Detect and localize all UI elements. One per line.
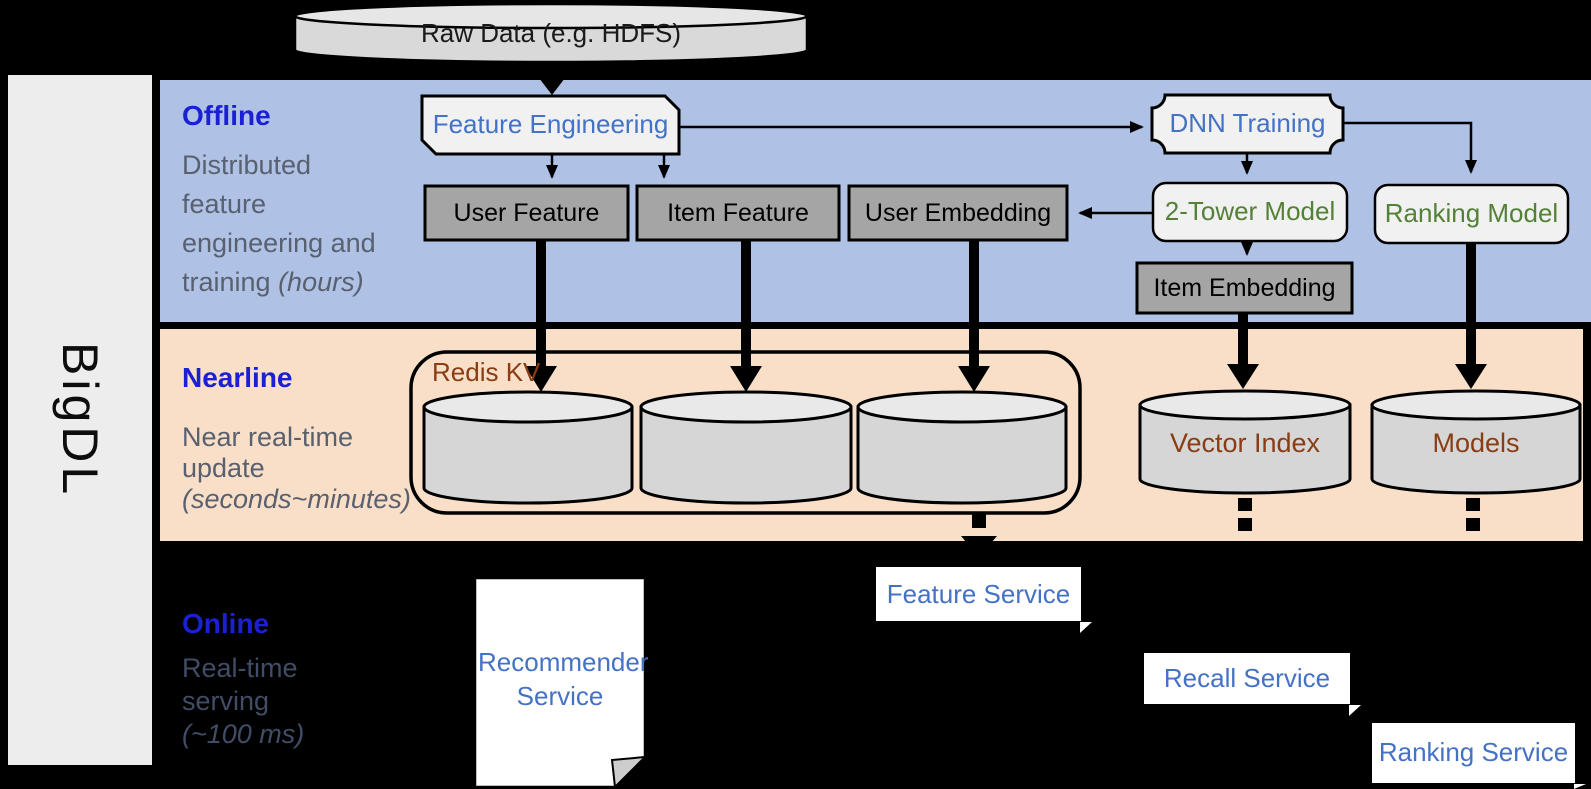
thick-connectors — [536, 240, 1476, 370]
item-feature-label: Item Feature — [667, 199, 809, 227]
redis-cylinder-2 — [639, 390, 853, 505]
nearline-title: Nearline — [182, 362, 293, 393]
vector-index-label: Vector Index — [1169, 428, 1321, 458]
user-embedding-label: User Embedding — [864, 199, 1052, 227]
redis-kv-label: Redis KV — [432, 357, 541, 387]
raw-data-cylinder — [293, 2, 809, 64]
two-tower-model-box — [1151, 181, 1349, 243]
redis-cylinder-3 — [856, 390, 1068, 505]
ranking-model-label: Ranking Model — [1384, 198, 1559, 228]
online-desc-line1: Real-time — [182, 653, 298, 683]
nearline-desc-line1: Near real-time — [182, 422, 354, 452]
offline-title: Offline — [182, 100, 271, 131]
nearline-desc-line2: update — [182, 453, 265, 483]
raw-data-label: Raw Data (e.g. HDFS) — [420, 18, 682, 48]
nearline-desc-line3: (seconds~minutes) — [182, 484, 411, 514]
thick-arrowheads — [525, 364, 1487, 392]
online-description: Real-time serving (~100 ms) — [182, 652, 304, 751]
offline-desc-line2: feature — [182, 189, 267, 219]
item-embedding-label: Item Embedding — [1153, 274, 1336, 302]
offline-desc-line4: training (hours) — [182, 267, 364, 297]
recall-service-label: Recall Service — [1163, 663, 1331, 693]
offline-description: Distributed feature engineering and trai… — [182, 146, 376, 302]
recall-service-box — [1144, 653, 1361, 716]
offline-desc-line1: Distributed — [182, 150, 312, 180]
arrow-raw-data-to-fe — [539, 62, 565, 95]
ranking-service-label: Ranking Service — [1378, 737, 1569, 767]
two-tower-model-label: 2-Tower Model — [1164, 196, 1336, 226]
feature-engineering-label: Feature Engineering — [432, 109, 669, 139]
recommender-service-doc — [473, 576, 648, 789]
online-desc-line3: (~100 ms) — [182, 719, 305, 749]
feature-service-box — [876, 567, 1092, 633]
dnn-training-box — [1150, 93, 1345, 155]
item-feature-box — [635, 184, 841, 242]
dnn-training-label: DNN Training — [1169, 108, 1326, 138]
feature-engineering-box — [420, 94, 681, 156]
nearline-description: Near real-time update (seconds~minutes) — [182, 422, 411, 515]
dashed-connectors — [961, 498, 1480, 557]
models-cylinder — [1370, 389, 1582, 495]
user-feature-box — [423, 184, 630, 242]
thin-connectors — [546, 121, 1477, 256]
ranking-model-box — [1373, 183, 1570, 245]
bigdl-logo: BigDL — [52, 341, 108, 499]
user-feature-label: User Feature — [453, 199, 600, 227]
dash-redis-to-feature-service — [972, 514, 986, 528]
user-embedding-box — [847, 184, 1069, 242]
online-title: Online — [182, 608, 270, 639]
redis-cylinder-1 — [422, 390, 634, 505]
arrow-dnn-to-ranking-model — [1343, 121, 1477, 174]
online-desc-line2: serving — [182, 686, 270, 716]
bigdl-sidebar: BigDL — [8, 75, 152, 765]
item-embedding-box — [1135, 261, 1354, 315]
recommender-service-label: Recommender Service — [478, 647, 649, 711]
offline-desc-line3: engineering and — [182, 228, 376, 258]
feature-service-label: Feature Service — [886, 579, 1071, 609]
ranking-service-box — [1372, 723, 1586, 789]
arrowhead-redis-to-feature-service — [961, 536, 997, 557]
models-label: Models — [1432, 428, 1520, 458]
vector-index-cylinder — [1138, 389, 1352, 495]
